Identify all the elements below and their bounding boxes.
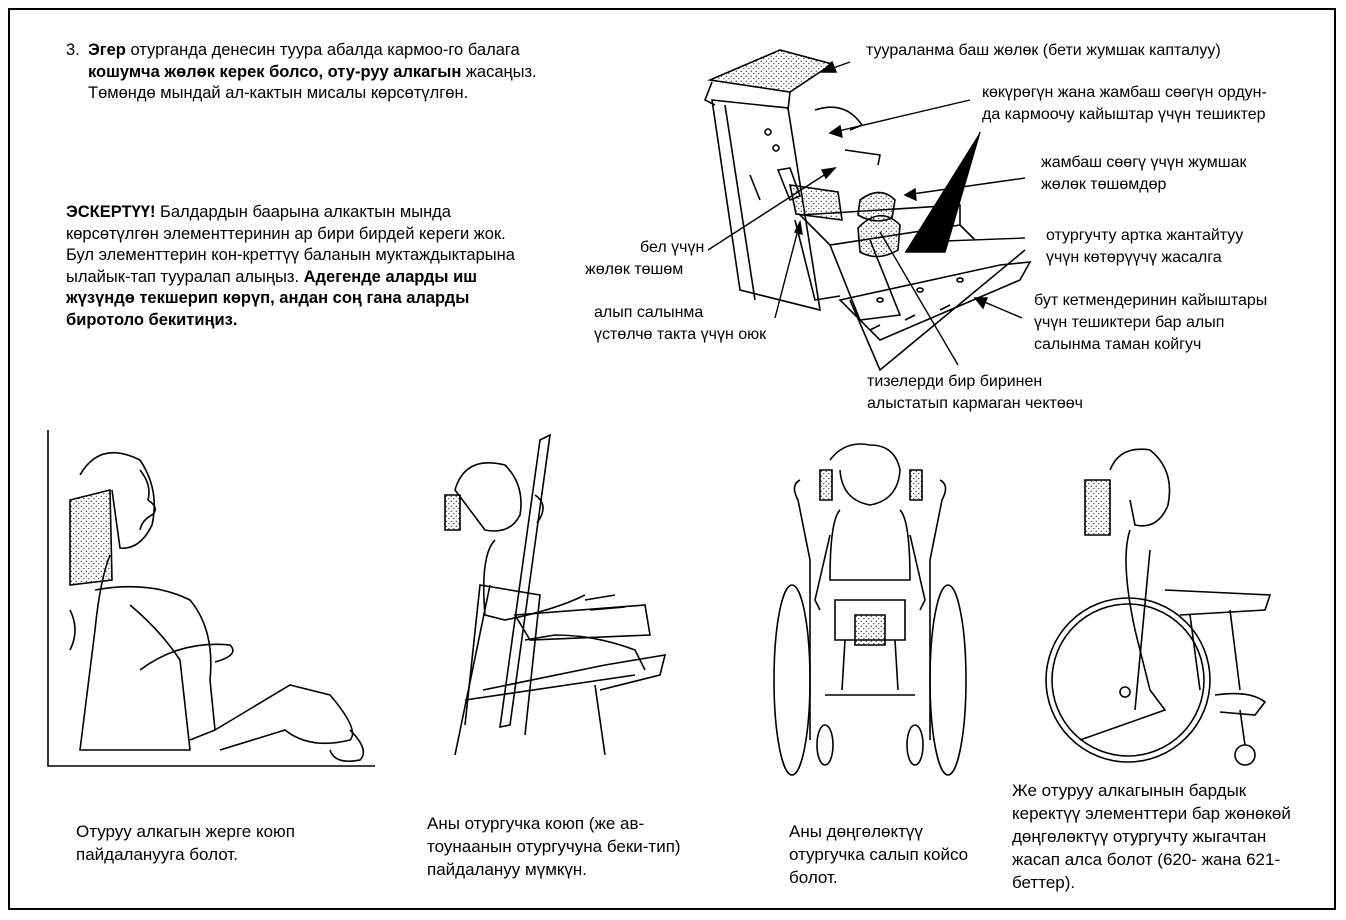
label-footrest-2: үчүн тешиктери бар алып	[1034, 314, 1225, 331]
label-straps-2: да кармоочу кайыштар үчүн тешиктер	[982, 106, 1266, 123]
intro-number: 3.	[66, 41, 80, 59]
label-tray-2: үстөлчө такта үчүн оюк	[594, 326, 767, 343]
label-footrest-1: бут кетмендеринин кайыштары	[1034, 292, 1268, 309]
label-knee-1: тизелерди бир биринен	[867, 373, 1043, 390]
label-straps-1: көкүрөгүн жана жамбаш сөөгүн ордун-	[982, 84, 1267, 101]
intro-paragraph: Эгер отурганда денесин туура абалда карм…	[88, 40, 563, 105]
label-knee-2: алыстатып кармаган чектөөч	[867, 395, 1083, 412]
label-footrest-3: салынма таман койгуч	[1034, 336, 1202, 353]
label-back-2: жөлөк төшөм	[585, 261, 684, 278]
seat-insert-diagram	[0, 0, 1346, 420]
caption-chair: Аны отургучка коюп (же ав-тоунаанын отур…	[427, 814, 681, 879]
label-tray-1: алып салынма	[594, 304, 704, 321]
caption-floor: Отуруу алкагын жерге коюп пайдаланууга б…	[76, 822, 295, 864]
note-paragraph: ЭСКЕРТҮҮ! Балдардын баарына алкактын мын…	[66, 202, 536, 331]
chair-seat-illustration	[435, 435, 695, 765]
intro-text-2: жасаңыз. Төмөндө мындай ал-как­тын мисал…	[88, 62, 537, 103]
wheelchair-seat-illustration	[770, 440, 970, 770]
page-frame	[8, 8, 1336, 910]
caption-wooden: Же отуруу алкагынын бардык керектүү элем…	[1012, 781, 1291, 892]
note-lead: ЭСКЕРТҮҮ!	[66, 203, 156, 221]
wooden-wheelchair-illustration	[1040, 440, 1300, 780]
label-tilt-2: үчүн көтөрүүчү жасалга	[1046, 249, 1222, 266]
label-back-1: бел үчүн	[640, 239, 705, 256]
floor-seat-illustration	[40, 430, 380, 770]
caption-wheelchair: Аны дөңгөлөктүү отургучка салып койсо бо…	[789, 822, 969, 887]
label-tilt-1: отургучту артка жантайтуу	[1046, 227, 1244, 244]
intro-bold-2: кошумча жөлөк керек болсо, оту-руу алкаг…	[88, 62, 462, 81]
intro-bold-1: Эгер	[88, 41, 126, 59]
label-headrest: тууралан­ма баш жөлөк (бети жумшак капта…	[866, 42, 1221, 59]
label-hip-pads-1: жамбаш сөөгү үчүн жумшак	[1041, 154, 1247, 171]
note-body: Балдардын баарына алкактын мында көрсөтү…	[66, 203, 515, 286]
intro-text-1: отурганда денесин туура абалда кармоо-го…	[125, 41, 520, 59]
note-bold-end: Адегенде аларды иш жүзүндө текшерип көрү…	[66, 267, 477, 329]
label-hip-pads-2: жөлөк төшөмдөр	[1041, 176, 1167, 193]
